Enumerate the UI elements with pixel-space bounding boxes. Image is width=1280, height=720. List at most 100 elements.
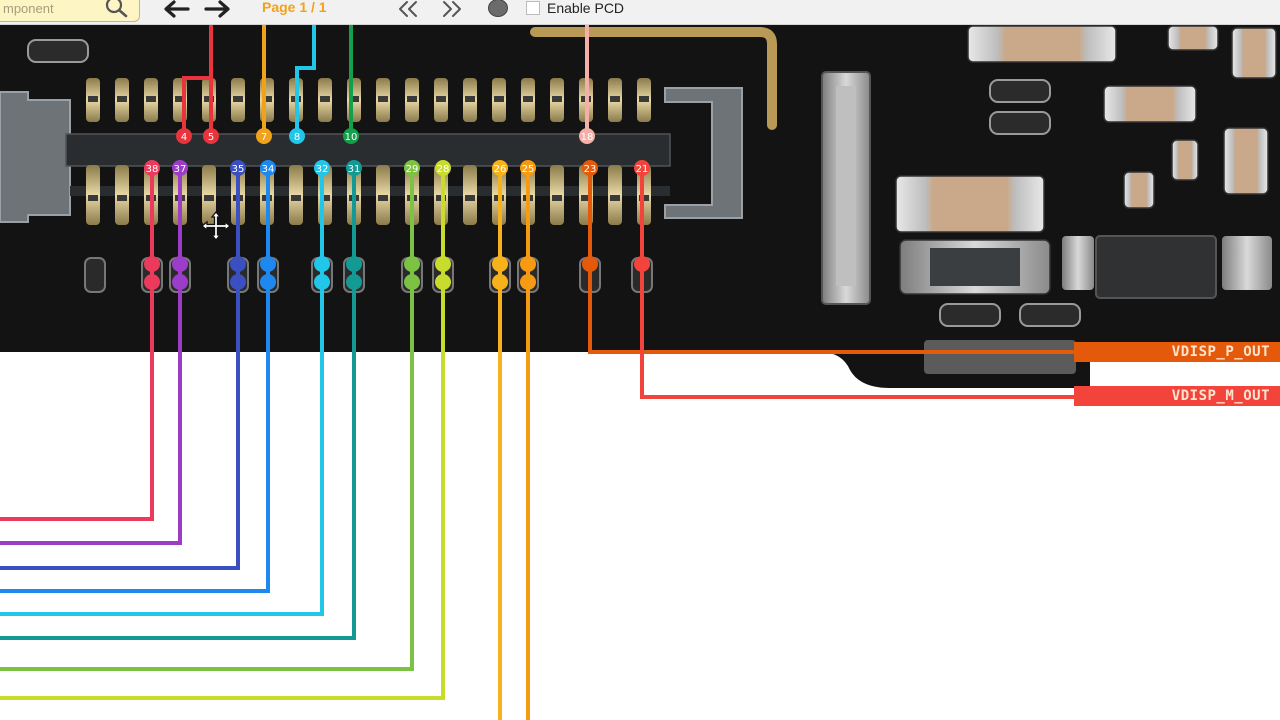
trace-pin-28 [0,168,445,700]
pad-shadow [378,96,388,102]
pin-dot [346,160,362,176]
pad-shadow [320,96,330,102]
trace-pin-31 [0,168,356,640]
next-button[interactable] [200,0,236,22]
pad-shadow [436,96,446,102]
enable-pcd-checkbox[interactable] [526,1,540,15]
trace-pin-35 [0,168,240,570]
pin-number: 5 [208,132,214,143]
arrow-right-icon [204,0,230,18]
probe-dot-38 [144,274,160,290]
pin-number: 25 [522,164,535,175]
board-pad [924,340,1076,374]
pin-marker-4: 4 [176,128,192,144]
pin-marker-29: 29 [404,160,420,176]
smd-part [1062,236,1094,290]
pin-number: 8 [294,132,300,143]
pin-number: 21 [636,164,649,175]
pcd-dot-icon[interactable] [488,0,508,17]
pin-dot [260,160,276,176]
probe-dot-21 [634,256,650,272]
pin-number: 10 [345,132,358,143]
pin-marker-5: 5 [203,128,219,144]
pad-shadow [552,96,562,102]
ic-package [1095,235,1217,299]
probe-dot-29 [404,274,420,290]
pad-shadow [146,96,156,102]
pin-marker-34: 34 [260,160,276,176]
net-label-vdisp-m[interactable]: VDISP_M_OUT [1074,386,1280,406]
trace-pin-4 [182,76,211,136]
pin-number: 23 [584,164,597,175]
probe-dot-23 [582,256,598,272]
probe-dot-28 [435,256,451,272]
pin-dot [256,128,272,144]
pin-marker-10: 10 [343,128,359,144]
pin-marker-7: 7 [256,128,272,144]
shield-strip-inner [836,86,856,286]
pin-number: 26 [494,164,507,175]
first-page-button[interactable] [390,0,426,22]
pin-number: 7 [261,132,267,143]
pad-shadow [407,96,417,102]
probe-dot-34 [260,274,276,290]
pad-shadow [523,96,533,102]
trace-pin-37 [0,168,182,545]
pad-shadow [378,195,388,201]
pin-number: 29 [406,164,419,175]
pin-dot [289,128,305,144]
pin-dot [579,128,595,144]
probe-dot-25 [520,274,536,290]
smd-capacitor [1171,139,1199,181]
pin-dot [230,160,246,176]
smd-resistor [939,303,1001,327]
probe-dot-35 [230,256,246,272]
pad-shadow [88,96,98,102]
pin-dot [203,128,219,144]
pin-marker-32: 32 [314,160,330,176]
previous-button[interactable] [158,0,194,22]
probe-dot-38 [144,256,160,272]
pin-marker-18: 18 [579,128,595,144]
pin-dot [520,160,536,176]
double-chevron-right-icon [443,1,461,17]
inductor-core [930,248,1020,286]
pin-number: 35 [232,164,245,175]
search-icon[interactable] [101,0,131,20]
probe-dot-25 [520,256,536,272]
pin-marker-37: 37 [172,160,188,176]
pin-number: 34 [262,164,275,175]
connector-latch-left [0,91,71,223]
probe-dot-26 [492,256,508,272]
probe-dot-37 [172,274,188,290]
pin-marker-26: 26 [492,160,508,176]
double-chevron-left-icon [399,1,417,17]
pin-dot [404,160,420,176]
page-indicator: Page 1 / 1 [262,0,327,15]
smd-capacitor [1123,171,1155,209]
smd-capacitor [1231,27,1277,79]
pin-marker-23: 23 [582,160,598,176]
pad-shadow [610,96,620,102]
pad-shadow [494,96,504,102]
pad-shadow [204,195,214,201]
gold-trace [530,27,777,130]
probe-dot-37 [172,256,188,272]
probe-dot-29 [404,256,420,272]
pin-marker-28: 28 [435,160,451,176]
pin-marker-38: 38 [144,160,160,176]
pad-shadow [610,195,620,201]
pad-shadow [117,96,127,102]
smd-resistor [989,111,1051,135]
probe-dot-32 [314,274,330,290]
probe-dot-28 [435,274,451,290]
trace-pin-23 [588,168,1078,354]
net-label-vdisp-p[interactable]: VDISP_P_OUT [1074,342,1280,362]
smd-part [1222,236,1272,290]
component-search-input[interactable] [3,0,99,17]
last-page-button[interactable] [434,0,470,22]
pad-shadow [233,96,243,102]
smd-resistor [1019,303,1081,327]
